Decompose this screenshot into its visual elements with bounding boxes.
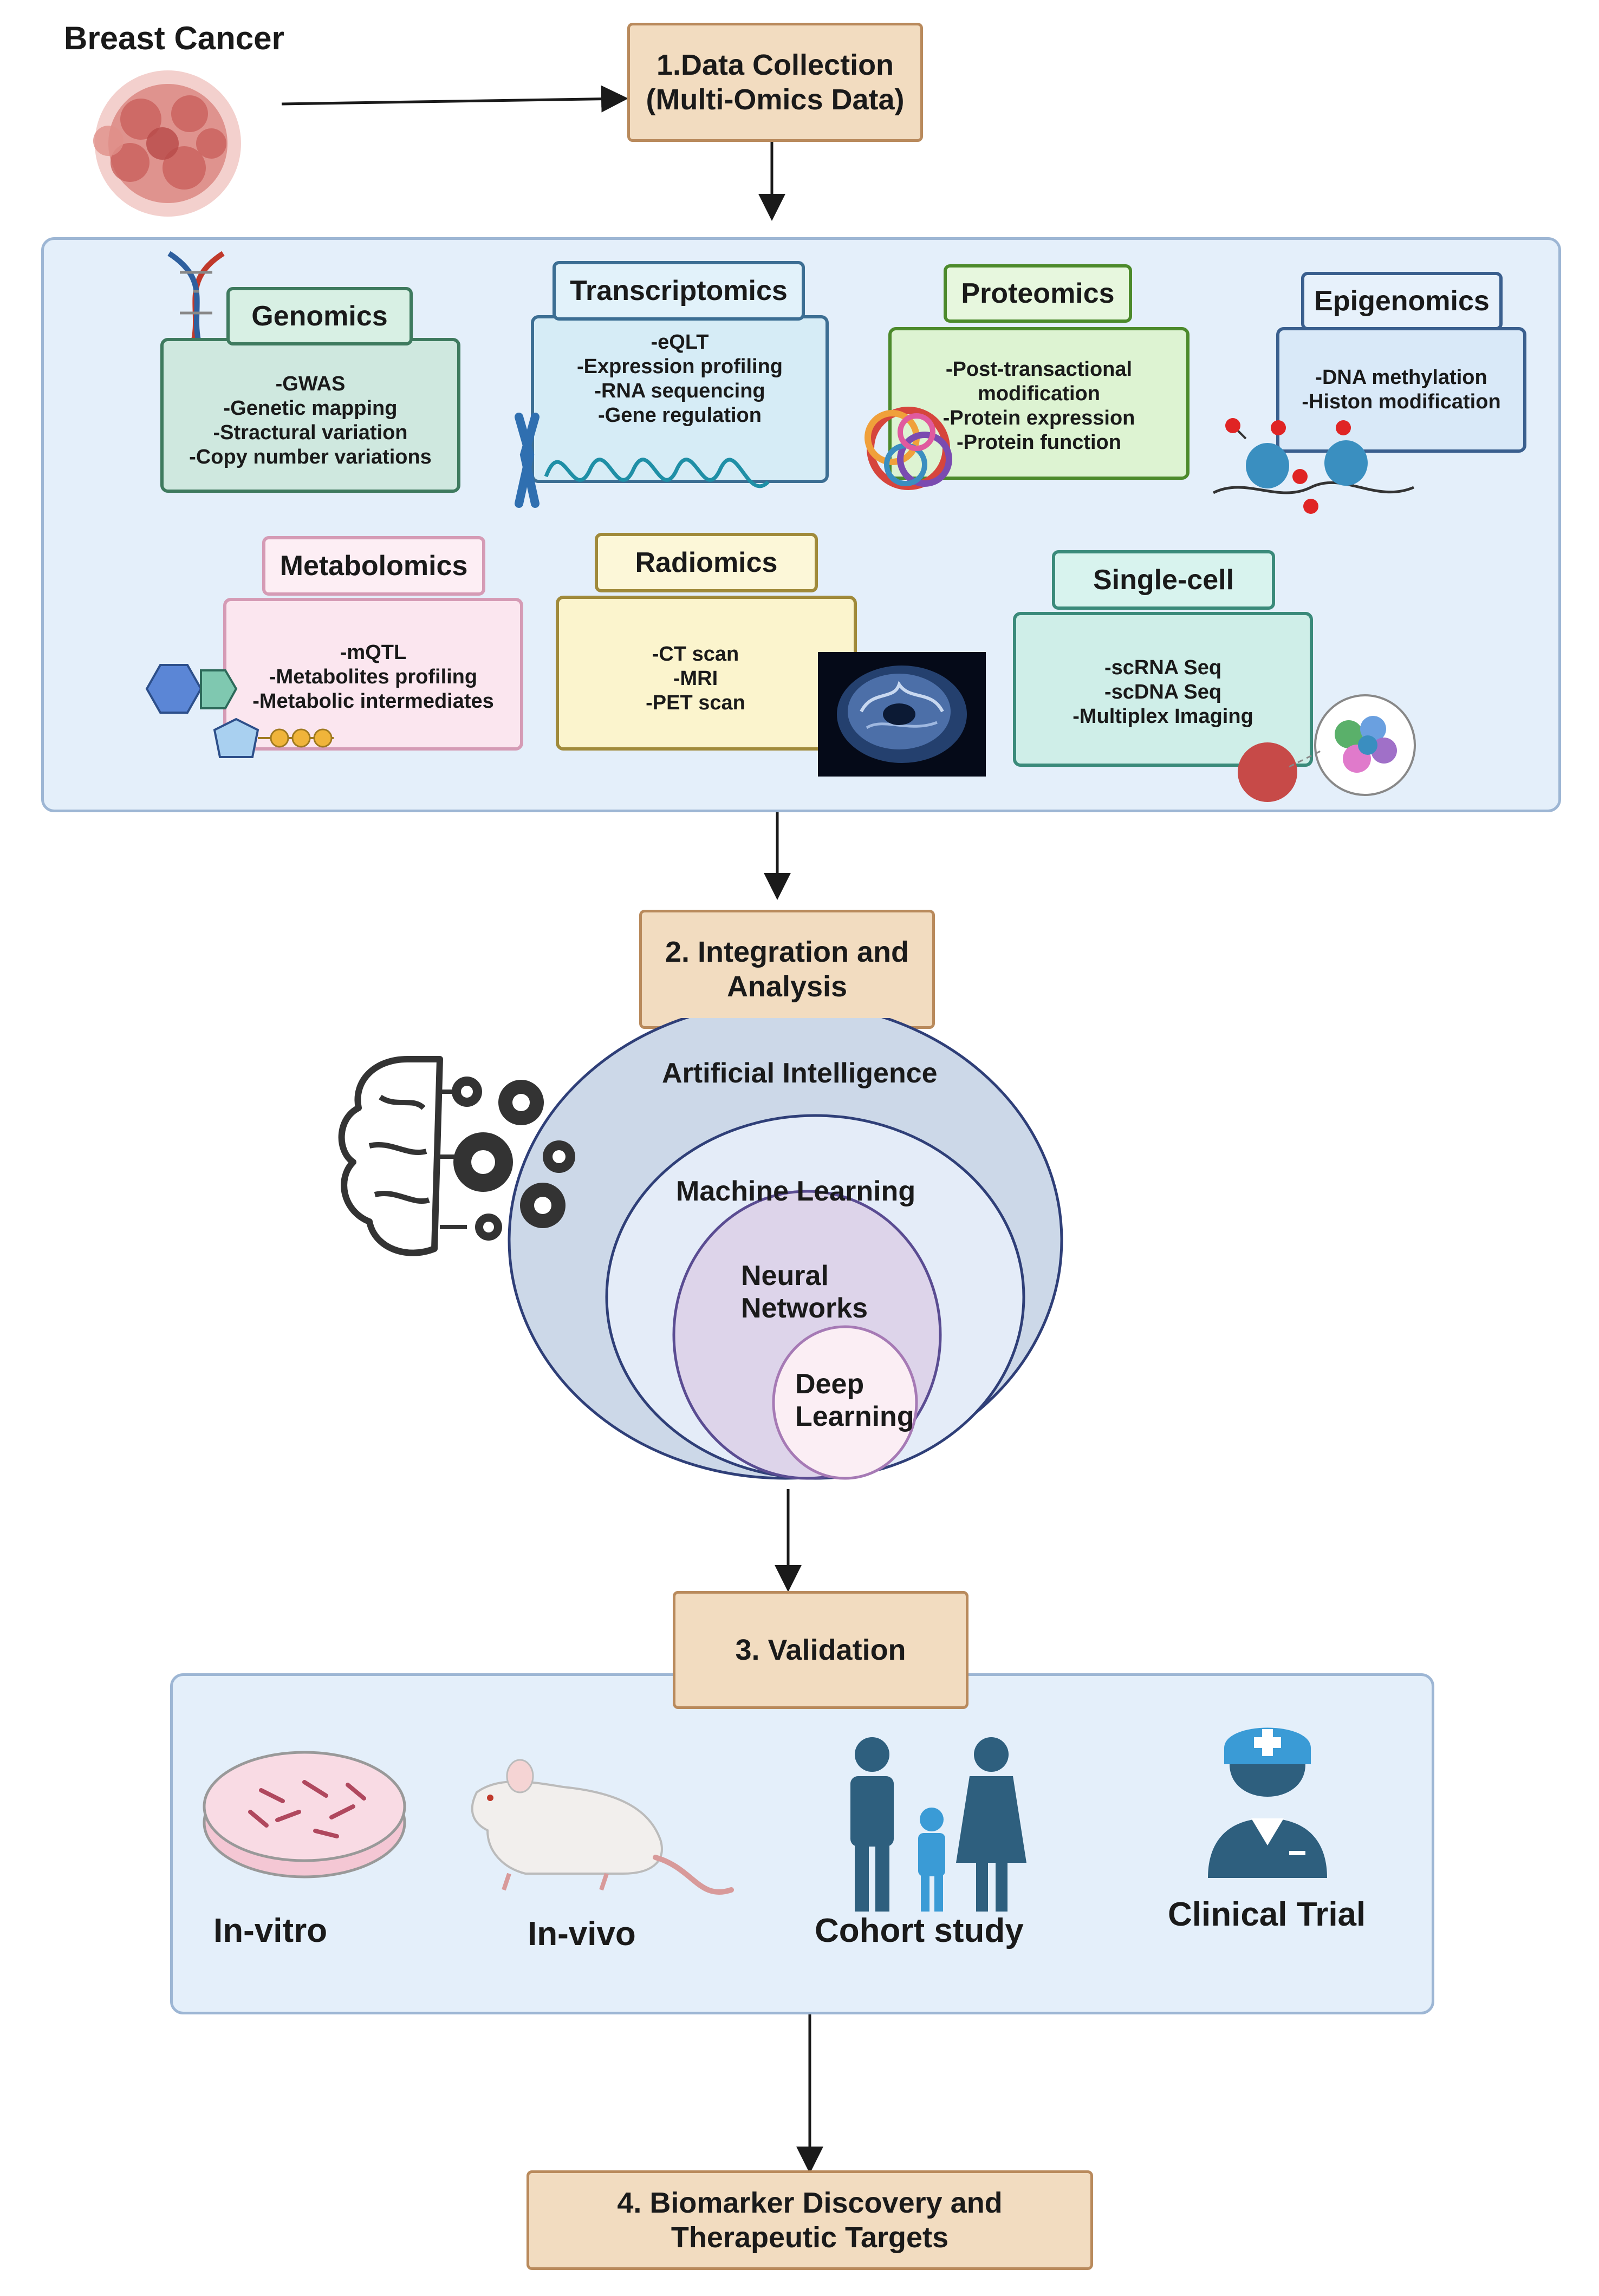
mouse-icon: [471, 1759, 734, 1895]
step4-line1: 4. Biomarker Discovery and: [617, 2187, 1003, 2219]
radiomics-item: -CT scan: [652, 642, 739, 666]
brain-mri-scan-icon: [818, 652, 986, 777]
genomics-item: -Stractural variation: [213, 421, 408, 444]
clinical-trial-label: Clinical Trial: [1168, 1896, 1366, 1933]
step2-integration-analysis: 2. Integration and Analysis: [639, 910, 935, 1029]
dl-label-1: Deep: [795, 1368, 864, 1400]
nucleosome-methylation-icon: [1213, 418, 1414, 514]
epigenomics-title: Epigenomics: [1301, 272, 1503, 330]
epigenomics-box: -DNA methylation -Histon modification: [1276, 327, 1526, 453]
in-vivo-label: In-vivo: [528, 1915, 636, 1953]
step1-data-collection: 1.Data Collection (Multi-Omics Data): [627, 23, 923, 142]
ai-nested-diagram: [508, 1018, 1063, 1480]
genomics-box: -GWAS -Genetic mapping -Stractural varia…: [160, 338, 460, 493]
transcriptomics-box: -eQLT -Expression profiling -RNA sequenc…: [531, 315, 829, 483]
epigenomics-item: -Histon modification: [1302, 390, 1501, 413]
proteomics-item: -Post-transactional: [945, 358, 1133, 381]
proteomics-item: -Protein expression: [942, 407, 1135, 429]
metabolite-molecule-icon: [145, 664, 334, 758]
step2-line2: Analysis: [726, 970, 848, 1003]
radiomics-box: -CT scan -MRI -PET scan: [556, 596, 857, 751]
step1-line2: (Multi-Omics Data): [646, 83, 905, 116]
in-vitro-label: In-vitro: [213, 1912, 328, 1949]
ai-brain-gears-icon: [338, 1056, 575, 1256]
transcriptomics-item: -Expression profiling: [576, 355, 783, 378]
transcriptomics-title: Transcriptomics: [552, 261, 805, 321]
transcriptomics-item: -eQLT: [651, 331, 709, 354]
ml-label: Machine Learning: [676, 1176, 916, 1207]
genomics-title: Genomics: [226, 287, 413, 345]
clinician-icon: [1208, 1727, 1327, 1878]
cohort-study-label: Cohort study: [815, 1912, 1024, 1949]
step4-line2: Therapeutic Targets: [671, 2221, 949, 2254]
radiomics-title: Radiomics: [595, 533, 818, 592]
family-cohort-icon: [850, 1737, 1026, 1912]
step2-line1: 2. Integration and: [665, 936, 909, 968]
breast-cancer-label: Breast Cancer: [64, 20, 284, 56]
metabolomics-box: -mQTL -Metabolites profiling -Metabolic …: [223, 598, 523, 751]
singlecell-item: -Multiplex Imaging: [1072, 705, 1253, 728]
step3-validation-front: 3. Validation: [673, 1591, 968, 1709]
radiomics-item: -MRI: [673, 667, 718, 690]
genomics-item: -Copy number variations: [189, 446, 432, 468]
singlecell-item: -scDNA Seq: [1104, 680, 1222, 703]
proteomics-title: Proteomics: [944, 264, 1132, 323]
dl-circle: [772, 1325, 918, 1480]
singlecell-box: -scRNA Seq -scDNA Seq -Multiplex Imaging: [1013, 612, 1313, 767]
nn-label-1: Neural: [741, 1260, 829, 1292]
chromosome-rna-icon: [515, 413, 770, 508]
dl-label-2: Learning: [795, 1401, 914, 1432]
nn-label-2: Networks: [741, 1293, 868, 1324]
metabolomics-title: Metabolomics: [262, 536, 485, 596]
singlecell-title: Single-cell: [1052, 550, 1275, 610]
arrow-cancer-to-step1: [281, 85, 628, 113]
epigenomics-item: -DNA methylation: [1315, 366, 1487, 389]
singlecell-item: -scRNA Seq: [1104, 656, 1222, 679]
proteomics-box: -Post-transactional modification -Protei…: [888, 327, 1190, 480]
proteomics-item: modification: [978, 382, 1100, 405]
genomics-item: -Genetic mapping: [223, 397, 398, 420]
transcriptomics-item: -RNA sequencing: [594, 380, 765, 402]
ai-label: Artificial Intelligence: [662, 1058, 938, 1089]
transcriptomics-item: -Gene regulation: [598, 404, 762, 427]
cancer-cell-cluster-icon: [93, 70, 241, 217]
petri-dish-icon: [203, 1751, 406, 1878]
metabolomics-item: -mQTL: [340, 641, 407, 664]
radiomics-item: -PET scan: [646, 691, 745, 714]
genomics-item: -GWAS: [275, 373, 346, 395]
metabolomics-item: -Metabolic intermediates: [252, 689, 494, 713]
step1-line1: 1.Data Collection: [656, 49, 894, 81]
protein-structure-icon: [864, 407, 952, 490]
single-cell-icon: [1238, 694, 1416, 802]
step4-biomarker-discovery: 4. Biomarker Discovery and Therapeutic T…: [526, 2170, 1093, 2270]
step3-label-front: 3. Validation: [735, 1634, 906, 1666]
proteomics-item: -Protein function: [957, 431, 1121, 454]
metabolomics-item: -Metabolites profiling: [269, 665, 478, 688]
